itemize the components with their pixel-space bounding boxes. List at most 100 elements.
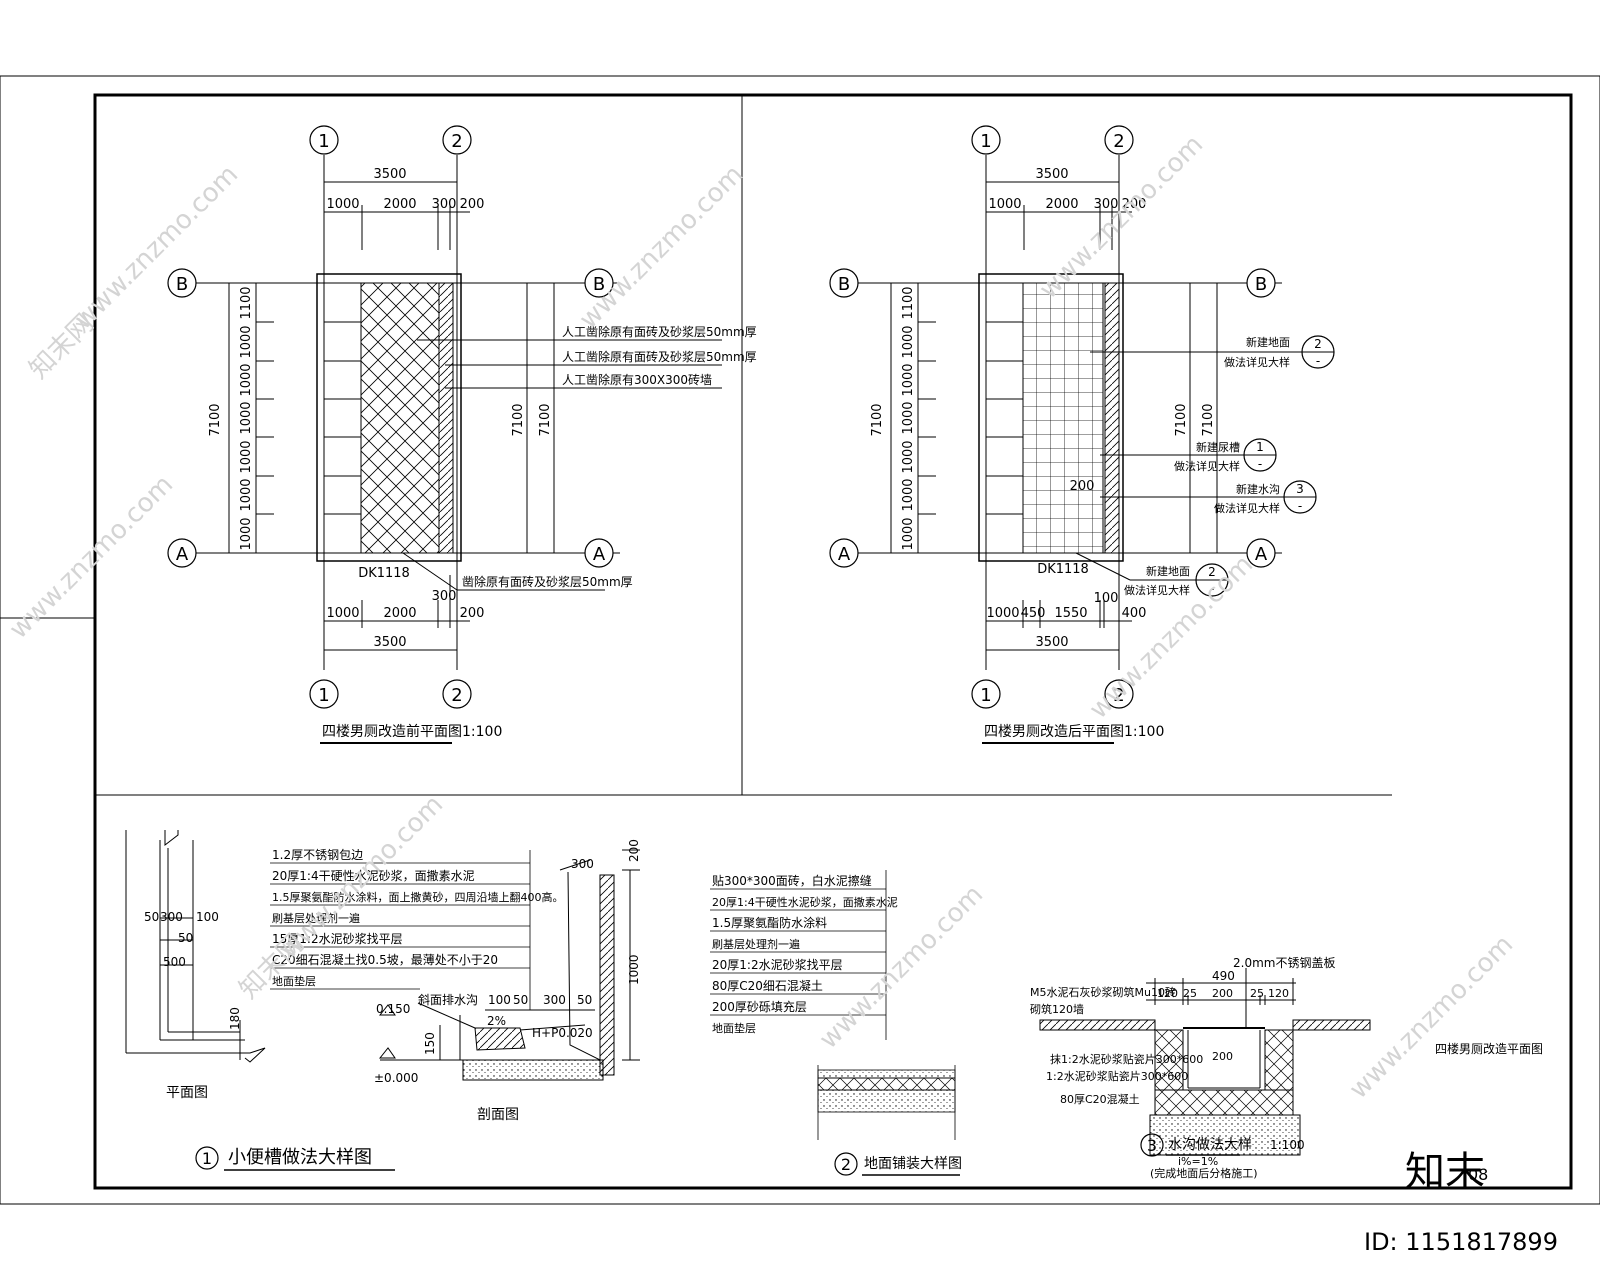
axis-a-left: A bbox=[176, 544, 189, 565]
axis-b-left: B bbox=[838, 274, 850, 295]
plan-dim: 500 bbox=[163, 955, 186, 969]
watermark-logo: 知末 bbox=[1405, 1149, 1485, 1195]
sec-dim: 300 bbox=[571, 857, 594, 871]
layer: 刷基层处理剂一遍 bbox=[272, 911, 360, 925]
layer: 20厚1:4干硬性水泥砂浆，面撒素水泥 bbox=[712, 895, 898, 909]
dim-bottom: 400 bbox=[1122, 606, 1147, 621]
layer: 1.2厚不锈钢包边 bbox=[272, 848, 363, 862]
layer: 刷基层处理剂一遍 bbox=[712, 937, 800, 951]
axis-2-bottom: 2 bbox=[1113, 685, 1124, 706]
top-note: 2.0mm不锈钢盖板 bbox=[1233, 956, 1335, 970]
drain-dim: 490 bbox=[1212, 969, 1235, 983]
plan-dim: 50 bbox=[144, 910, 159, 924]
detail-num: 1 bbox=[202, 1149, 212, 1168]
layer: 20厚1:4干硬性水泥砂浆，面撒素水泥 bbox=[272, 868, 475, 883]
sec-dim: 150 bbox=[423, 1032, 437, 1055]
dim-left: 1000 bbox=[901, 517, 916, 550]
drain-note: 1:2水泥砂浆贴瓷片300*600 bbox=[1046, 1069, 1188, 1083]
dim-left: 1100 bbox=[239, 286, 254, 319]
plan-label: 平面图 bbox=[166, 1085, 208, 1101]
axis-1-top: 1 bbox=[980, 131, 991, 152]
callout-den: - bbox=[1298, 499, 1302, 513]
dim-bottom: 450 bbox=[1021, 606, 1046, 621]
layer: 1.5厚聚氨酯防水涂料 bbox=[712, 915, 827, 930]
plan-dim: 100 bbox=[196, 910, 219, 924]
after-plan-scale: 1:100 bbox=[1124, 724, 1164, 740]
drain-label: 斜面排水沟 bbox=[418, 993, 478, 1007]
callout-num: 1 bbox=[1256, 440, 1264, 454]
axis-1-bottom: 1 bbox=[980, 685, 991, 706]
callout-den: - bbox=[1210, 582, 1214, 596]
layer: 15厚1:2水泥砂浆找平层 bbox=[272, 931, 403, 946]
dim-top: 200 bbox=[1122, 197, 1147, 212]
sec-dim: 50 bbox=[513, 993, 528, 1007]
drain-note: 抹1:2水泥砂浆贴瓷片300*600 bbox=[1050, 1052, 1203, 1066]
layer: 20厚1:2水泥砂浆找平层 bbox=[712, 957, 843, 972]
demolish-note: 人工凿除原有面砖及砂浆层50mm厚 bbox=[562, 324, 757, 339]
dim-bottom: 1000 bbox=[326, 606, 359, 621]
dim-top: 200 bbox=[460, 197, 485, 212]
dim-bottom: 1000 bbox=[986, 606, 1019, 621]
layer: 贴300*300面砖，白水泥擦缝 bbox=[712, 873, 872, 888]
drain-sub: (完成地面后分格施工) bbox=[1150, 1166, 1258, 1180]
detail-floor-paving: 贴300*300面砖，白水泥擦缝 20厚1:4干硬性水泥砂浆，面撒素水泥 1.5… bbox=[710, 870, 962, 1176]
dim-total-bottom: 3500 bbox=[373, 635, 406, 650]
dim-top: 1000 bbox=[988, 197, 1021, 212]
dim-left: 1000 bbox=[239, 440, 254, 473]
plan-dim: 50 bbox=[178, 931, 193, 945]
watermark-text: www.znzmo.com bbox=[1034, 130, 1209, 305]
axis-a-right: A bbox=[1255, 544, 1268, 565]
sheet-frame bbox=[0, 75, 1600, 1205]
dim-right: 7100 bbox=[511, 403, 526, 436]
callout-num: 2 bbox=[1208, 565, 1216, 579]
sec-dim: 1000 bbox=[627, 954, 641, 985]
demolish-note-bottom: 凿除原有面砖及砂浆层50mm厚 bbox=[462, 574, 633, 589]
watermark-text: www.znzmo.com bbox=[1344, 930, 1519, 1105]
callout-den: - bbox=[1258, 457, 1262, 471]
watermark-text: www.znzmo.com bbox=[574, 160, 749, 335]
callout-text: 新建地面 bbox=[1146, 564, 1190, 578]
detail-urinal-trough: 50 300 100 50 500 180 平面图 1.2厚不锈钢包边 20厚1… bbox=[125, 830, 641, 1171]
drain-sub: i%=1% bbox=[1178, 1155, 1218, 1168]
axis-a-left: A bbox=[838, 544, 851, 565]
level: ±0.000 bbox=[374, 1071, 418, 1085]
dim-left: 1000 bbox=[901, 325, 916, 358]
layer: 80厚C20细石混凝土 bbox=[712, 978, 823, 993]
drain-note: M5水泥石灰砂浆砌筑Mu10砖 bbox=[1030, 985, 1176, 999]
drain-note: 80厚C20混凝土 bbox=[1060, 1092, 1140, 1106]
drain-note: 砌筑120墙 bbox=[1030, 1002, 1084, 1016]
axis-a-right: A bbox=[593, 544, 606, 565]
layer: 地面垫层 bbox=[712, 1021, 756, 1035]
side-title: 四楼男厕改造平面图 bbox=[1435, 1041, 1543, 1056]
dim-left: 1000 bbox=[239, 478, 254, 511]
dim-left-total: 7100 bbox=[208, 403, 223, 436]
detail-num: 2 bbox=[841, 1155, 851, 1174]
axis-1-bottom: 1 bbox=[318, 685, 329, 706]
detail-drain-trench: 2.0mm不锈钢盖板 490 120 25 200 25 120 200 M5水… bbox=[1030, 956, 1371, 1180]
dim-right: 7100 bbox=[538, 403, 553, 436]
demolish-note: 人工凿除原有面砖及砂浆层50mm厚 bbox=[562, 349, 757, 364]
after-plan: 1 2 1 2 B B A A 2 - 1 - 3 - 2 - 新建地面 做法详… bbox=[829, 125, 1335, 744]
drain-dim: 120 bbox=[1157, 987, 1178, 1000]
level: 0.150 bbox=[376, 1002, 410, 1016]
detail-num: 3 bbox=[1147, 1136, 1157, 1155]
dim-left: 1000 bbox=[239, 325, 254, 358]
callout-text: 新建地面 bbox=[1246, 335, 1290, 349]
callout-text: 做法详见大样 bbox=[1174, 459, 1240, 473]
dim-top: 2000 bbox=[1045, 197, 1078, 212]
dim-left: 1000 bbox=[239, 401, 254, 434]
sec-dim: 300 bbox=[543, 993, 566, 1007]
axis-b-left: B bbox=[176, 274, 188, 295]
sec-dim: 200 bbox=[627, 839, 641, 862]
dim-left: 1000 bbox=[239, 517, 254, 550]
axis-2-top: 2 bbox=[1113, 131, 1124, 152]
callout-den: - bbox=[1316, 354, 1320, 368]
layer: 地面垫层 bbox=[272, 974, 316, 988]
dim-total-bottom: 3500 bbox=[1035, 635, 1068, 650]
plan-dim: 180 bbox=[228, 1007, 242, 1030]
sheet-number: 08 bbox=[1468, 1165, 1488, 1184]
dim-right: 7100 bbox=[1201, 403, 1216, 436]
drain-dim: 120 bbox=[1268, 987, 1289, 1000]
dim-left: 1000 bbox=[901, 440, 916, 473]
